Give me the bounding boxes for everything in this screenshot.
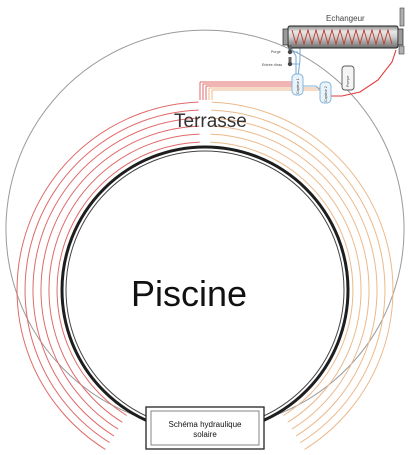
water-inlet-label: Entrée d'eau [262, 63, 282, 67]
sensor-icon: Capteur 2 [319, 81, 332, 104]
tap-icon [287, 57, 293, 67]
pipe-loop-right [210, 141, 354, 416]
pump-icon: Pompe [341, 65, 355, 91]
sensor-2-label: Capteur 2 [324, 86, 328, 102]
pipe-loop-left [24, 109, 199, 444]
caption-box [145, 406, 265, 450]
pipe-loop-left [56, 141, 200, 416]
pipe-loop-left [16, 101, 199, 450]
pipe-loop-right [211, 101, 394, 450]
pipe-loop-left [40, 125, 200, 430]
pipe-loop-right [210, 117, 378, 437]
pipe-loop-right [211, 109, 386, 444]
sensor-1-label: Capteur 1 [296, 78, 300, 94]
pipe-loop-left [32, 117, 200, 437]
exchanger-label: Echangeur [326, 14, 365, 23]
terrace-label: Terrasse [174, 111, 247, 132]
supply-pipes [199, 76, 322, 100]
pipe-loop-left [48, 133, 200, 423]
caption-line-1: Schéma hydraulique [169, 420, 242, 429]
pipe-loop-right [210, 133, 362, 423]
solar-pipe-coils [16, 101, 394, 450]
heat-exchanger [282, 7, 405, 55]
terrace-outer-edge [5, 29, 405, 416]
pipe-loop-right [210, 125, 370, 430]
caption-line-2: solaire [193, 430, 217, 439]
sensor-icon: Capteur 1 [291, 73, 304, 96]
pump-label: Pompe [346, 76, 350, 87]
pool-label: Piscine [131, 273, 247, 314]
valve-icon [287, 45, 293, 55]
purge-label: Purge [271, 50, 281, 54]
